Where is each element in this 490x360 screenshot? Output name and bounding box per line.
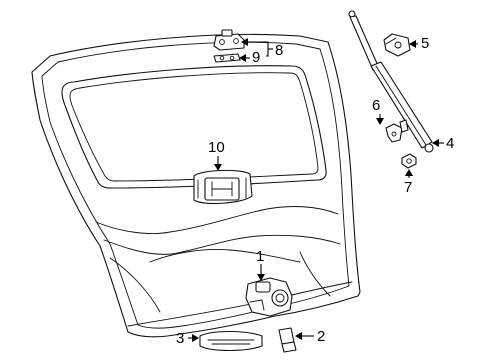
- callout-2: 2: [295, 328, 325, 345]
- callout-5: 5: [409, 35, 429, 52]
- svg-text:1: 1: [256, 248, 264, 265]
- switch-part: [278, 327, 297, 353]
- callout-4: 4: [432, 135, 454, 152]
- small-bracket-part: [385, 119, 409, 143]
- bolt-part: [401, 153, 417, 169]
- svg-text:5: 5: [421, 35, 429, 52]
- callout-8: 8: [241, 38, 283, 59]
- callout-10: 10: [208, 139, 225, 171]
- callout-1: 1: [256, 248, 265, 281]
- svg-text:7: 7: [404, 179, 412, 196]
- hinge-part: [213, 29, 245, 51]
- svg-text:4: 4: [446, 135, 454, 152]
- svg-text:9: 9: [252, 49, 260, 66]
- callout-3: 3: [176, 330, 199, 347]
- callout-9: 9: [239, 49, 260, 66]
- svg-text:10: 10: [208, 139, 225, 156]
- svg-text:3: 3: [176, 330, 184, 347]
- callout-6: 6: [372, 97, 384, 125]
- license-lamp-part: [199, 331, 263, 351]
- svg-text:2: 2: [317, 328, 325, 345]
- callout-7: 7: [404, 169, 413, 196]
- hinge-bracket-part: [213, 53, 241, 63]
- svg-text:8: 8: [275, 42, 283, 59]
- latch-actuator-part: [245, 277, 293, 317]
- emblem-handle-part: [193, 169, 253, 205]
- strut-bracket-part: [383, 33, 411, 57]
- svg-text:6: 6: [372, 97, 380, 114]
